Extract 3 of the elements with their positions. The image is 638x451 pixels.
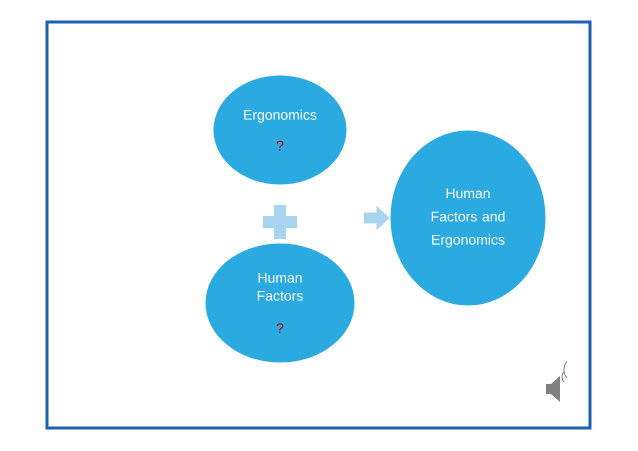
ellipse-node: Human Factors and Ergonomics <box>390 130 546 306</box>
ellipse-node: Ergonomics ? <box>212 74 348 186</box>
ellipse-node: Human Factors ? <box>204 242 356 364</box>
